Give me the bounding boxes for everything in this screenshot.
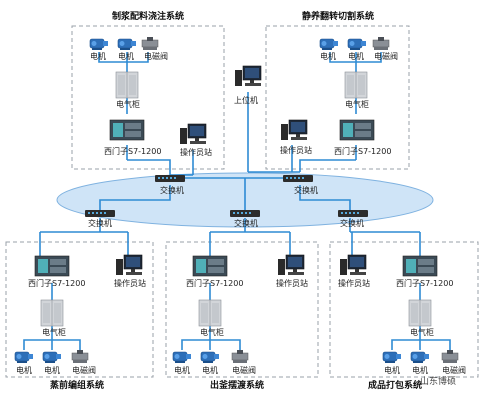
switch-label: 交换机: [160, 186, 184, 195]
plc-label: 西门子S7-1200: [104, 147, 162, 156]
device-label: 电机: [118, 52, 134, 61]
solenoid-valve-icon: [441, 349, 459, 364]
system-title: 蒸前编组系统: [50, 381, 105, 391]
cabinet-label: 电气柜: [410, 328, 434, 337]
plc-label: 西门子S7-1200: [334, 147, 392, 156]
motor-icon: [200, 351, 220, 364]
plc-icon: [402, 255, 438, 277]
plc-label: 西门子S7-1200: [396, 279, 454, 288]
station-label: 操作员站: [338, 279, 370, 288]
switch-icon: [155, 175, 185, 182]
solenoid-valve-icon: [141, 36, 159, 51]
link-lines: [23, 52, 451, 350]
switch-label: 交换机: [340, 219, 364, 228]
device-label: 电机: [384, 366, 400, 375]
station-label: 操作员站: [280, 146, 312, 155]
motor-icon: [117, 38, 137, 51]
bottom-left-system-box: [5, 241, 154, 378]
electrical-cabinet-icon: [40, 299, 64, 327]
plc-label: 西门子S7-1200: [28, 279, 86, 288]
station-label: 操作员站: [276, 279, 308, 288]
device-label: 电磁阀: [72, 366, 96, 375]
switch-label: 交换机: [234, 219, 258, 228]
device-label: 电磁阀: [374, 52, 398, 61]
device-label: 电机: [174, 366, 190, 375]
motor-icon: [382, 351, 402, 364]
device-label: 电机: [16, 366, 32, 375]
upper-computer-icon: [234, 65, 262, 87]
device-label: 电磁阀: [144, 52, 168, 61]
device-label: 电机: [90, 52, 106, 61]
motor-icon: [89, 38, 109, 51]
electrical-cabinet-icon: [115, 71, 139, 99]
device-label: 电机: [202, 366, 218, 375]
electrical-cabinet-icon: [344, 71, 368, 99]
electrical-cabinet-icon: [198, 299, 222, 327]
operator-station-icon: [115, 254, 143, 276]
operator-station-icon: [277, 254, 305, 276]
solenoid-valve-icon: [372, 36, 390, 51]
top-left-system-box: [71, 25, 225, 170]
device-label: 电机: [44, 366, 60, 375]
motor-icon: [410, 351, 430, 364]
system-title: 制浆配料浇注系统: [112, 12, 185, 22]
motor-icon: [14, 351, 34, 364]
device-label: 电机: [348, 52, 364, 61]
device-label: 电机: [412, 366, 428, 375]
motor-icon: [319, 38, 339, 51]
cabinet-label: 电气柜: [42, 328, 66, 337]
switch-icon: [85, 210, 115, 217]
plc-icon: [34, 255, 70, 277]
plc-icon: [339, 119, 375, 141]
operator-station-icon: [179, 123, 207, 145]
plc-icon: [192, 255, 228, 277]
motor-icon: [42, 351, 62, 364]
system-title: 成品打包系统: [368, 381, 423, 391]
station-label: 操作员站: [180, 148, 212, 157]
electrical-cabinet-icon: [408, 299, 432, 327]
system-title: 出釜摆渡系统: [210, 381, 265, 391]
cabinet-label: 电气柜: [345, 100, 369, 109]
operator-station-icon: [280, 119, 308, 141]
solenoid-valve-icon: [71, 349, 89, 364]
device-label: 电磁阀: [232, 366, 256, 375]
bottom-mid-system-box: [165, 241, 319, 378]
motor-icon: [172, 351, 192, 364]
cabinet-label: 电气柜: [200, 328, 224, 337]
cabinet-label: 电气柜: [116, 100, 140, 109]
bottom-right-system-box: [329, 241, 479, 378]
switch-label: 交换机: [88, 219, 112, 228]
plc-icon: [109, 119, 145, 141]
switch-icon: [338, 210, 368, 217]
plc-label: 西门子S7-1200: [186, 279, 244, 288]
system-title: 静养翻转切割系统: [302, 12, 375, 22]
solenoid-valve-icon: [231, 349, 249, 364]
switch-icon: [283, 175, 313, 182]
device-label: 电机: [320, 52, 336, 61]
device-label: 电磁阀: [442, 366, 466, 375]
operator-station-icon: [339, 254, 367, 276]
upper-computer-label: 上位机: [234, 96, 258, 105]
watermark: 山东博硕: [420, 377, 457, 387]
switch-label: 交换机: [294, 186, 318, 195]
motor-icon: [347, 38, 367, 51]
switch-icon: [230, 210, 260, 217]
station-label: 操作员站: [114, 279, 146, 288]
top-right-system-box: [265, 25, 410, 170]
